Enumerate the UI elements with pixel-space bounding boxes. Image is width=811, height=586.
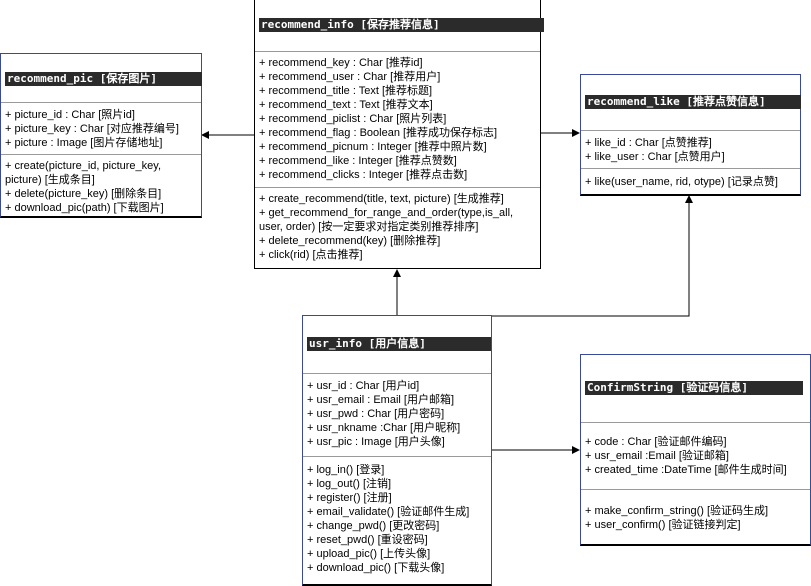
class-recommend-pic[interactable]: recommend_pic [保存图片] + picture_id : Char… <box>0 53 202 218</box>
method-row: + log_out() [注销] <box>307 478 392 490</box>
methods-section: + like(user_name, rid, otype) [记录点赞] <box>581 169 800 189</box>
attribute-row: + recommend_picnum : Integer [推荐中照片数] <box>259 141 487 153</box>
attribute-row: + picture_id : Char [照片id] <box>5 109 135 121</box>
attribute-row: + recommend_user : Char [推荐用户] <box>259 71 441 83</box>
attribute-row: + usr_email : Email [用户邮箱] <box>307 394 455 406</box>
class-header: ConfirmString [验证码信息] <box>581 355 810 423</box>
attribute-row: + created_time :DateTime [邮件生成时间] <box>585 464 787 476</box>
attribute-row: + recommend_piclist : Char [照片列表] <box>259 113 447 125</box>
class-title: recommend_like [推荐点赞信息] <box>585 95 801 109</box>
attribute-row: + like_user : Char [点赞用户] <box>585 151 725 163</box>
class-header: recommend_like [推荐点赞信息] <box>581 75 801 131</box>
attributes-section: + usr_id : Char [用户id] + usr_email : Ema… <box>303 374 491 457</box>
method-row: + click(rid) [点击推荐] <box>259 249 363 261</box>
method-row: + get_recommend_for_range_and_order(type… <box>259 207 514 233</box>
methods-section: + log_in() [登录] + log_out() [注销] + regis… <box>303 457 491 575</box>
class-recommend-info[interactable]: recommend_info [保存推荐信息] + recommend_key … <box>254 0 544 269</box>
class-header: recommend_info [保存推荐信息] <box>255 0 544 52</box>
attribute-row: + usr_pwd : Char [用户密码] <box>307 408 445 420</box>
method-row: + create(picture_id, picture_key, pictur… <box>5 160 162 186</box>
attribute-row: + code : Char [验证邮件编码] <box>585 436 727 448</box>
attribute-row: + picture : Image [图片存储地址] <box>5 137 163 149</box>
method-row: + create_recommend(title, text, picture)… <box>259 193 504 205</box>
class-recommend-like[interactable]: recommend_like [推荐点赞信息] + like_id : Char… <box>580 74 801 196</box>
attribute-row: + usr_pic : Image [用户头像] <box>307 436 445 448</box>
attributes-section: + code : Char [验证邮件编码] + usr_email :Emai… <box>581 423 810 490</box>
method-row: + register() [注册] <box>307 492 392 504</box>
attribute-row: + recommend_title : Text [推荐标题] <box>259 85 433 97</box>
methods-section: + make_confirm_string() [验证码生成] + user_c… <box>581 490 810 532</box>
attributes-section: + picture_id : Char [照片id] + picture_key… <box>1 103 201 155</box>
attribute-row: + recommend_key : Char [推荐id] <box>259 57 423 69</box>
attribute-row: + recommend_text : Text [推荐文本] <box>259 99 433 111</box>
method-row: + reset_pwd() [重设密码] <box>307 534 428 546</box>
method-row: + change_pwd() [更改密码] <box>307 520 440 532</box>
attribute-row: + recommend_like : Integer [推荐点赞数] <box>259 155 457 167</box>
attribute-row: + usr_email :Email [验证邮箱] <box>585 450 729 462</box>
attributes-section: + recommend_key : Char [推荐id] + recommen… <box>255 52 540 188</box>
class-confirm-string[interactable]: ConfirmString [验证码信息] + code : Char [验证邮… <box>580 354 811 546</box>
attribute-row: + usr_nkname :Char [用户昵称] <box>307 422 461 434</box>
attribute-row: + recommend_clicks : Integer [推荐点击数] <box>259 169 468 181</box>
class-title: recommend_pic [保存图片] <box>5 72 202 86</box>
class-title: usr_info [用户信息] <box>307 337 491 351</box>
method-row: + email_validate() [验证邮件生成] <box>307 506 470 518</box>
method-row: + download_pic(path) [下载图片] <box>5 202 164 214</box>
attribute-row: + usr_id : Char [用户id] <box>307 380 420 392</box>
attributes-section: + like_id : Char [点赞推荐] + like_user : Ch… <box>581 131 800 169</box>
attribute-row: + like_id : Char [点赞推荐] <box>585 137 712 149</box>
method-row: + delete(picture_key) [删除条目] <box>5 188 162 200</box>
method-row: + download_pic() [下载头像] <box>307 562 445 574</box>
methods-section: + create_recommend(title, text, picture)… <box>255 188 540 262</box>
class-title: recommend_info [保存推荐信息] <box>259 18 544 32</box>
attribute-row: + recommend_flag : Boolean [推荐成功保存标志] <box>259 127 498 139</box>
method-row: + make_confirm_string() [验证码生成] <box>585 505 769 517</box>
class-usr-info[interactable]: usr_info [用户信息] + usr_id : Char [用户id] +… <box>302 315 492 586</box>
methods-section: + create(picture_id, picture_key, pictur… <box>1 155 201 215</box>
attribute-row: + picture_key : Char [对应推荐编号] <box>5 123 179 135</box>
method-row: + user_confirm() [验证链接判定] <box>585 519 741 531</box>
method-row: + upload_pic() [上传头像] <box>307 548 431 560</box>
class-title: ConfirmString [验证码信息] <box>585 381 803 395</box>
method-row: + like(user_name, rid, otype) [记录点赞] <box>585 176 778 188</box>
class-header: usr_info [用户信息] <box>303 316 491 374</box>
method-row: + delete_recommend(key) [删除推荐] <box>259 235 441 247</box>
method-row: + log_in() [登录] <box>307 464 385 476</box>
class-header: recommend_pic [保存图片] <box>1 54 202 103</box>
